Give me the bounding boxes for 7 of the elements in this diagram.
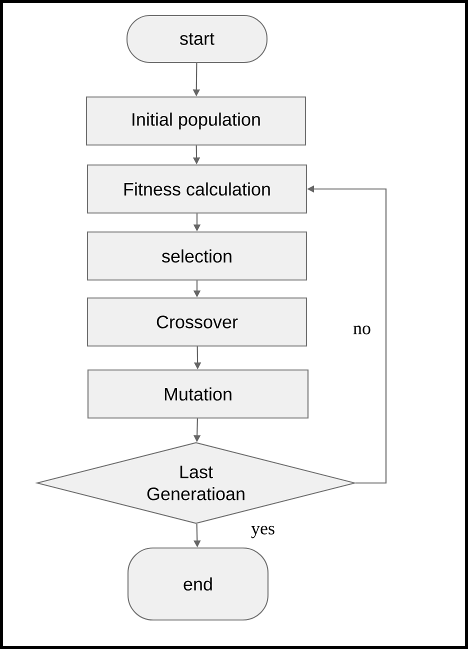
process-box: Fitness calculation	[86, 164, 308, 214]
process-box: selection	[86, 231, 308, 281]
process-box: Initial population	[86, 96, 306, 146]
edge-label: no	[352, 324, 372, 336]
process-box: Crossover	[86, 297, 308, 347]
edge-label: yes	[250, 524, 276, 540]
process-box: Mutation	[87, 369, 309, 419]
